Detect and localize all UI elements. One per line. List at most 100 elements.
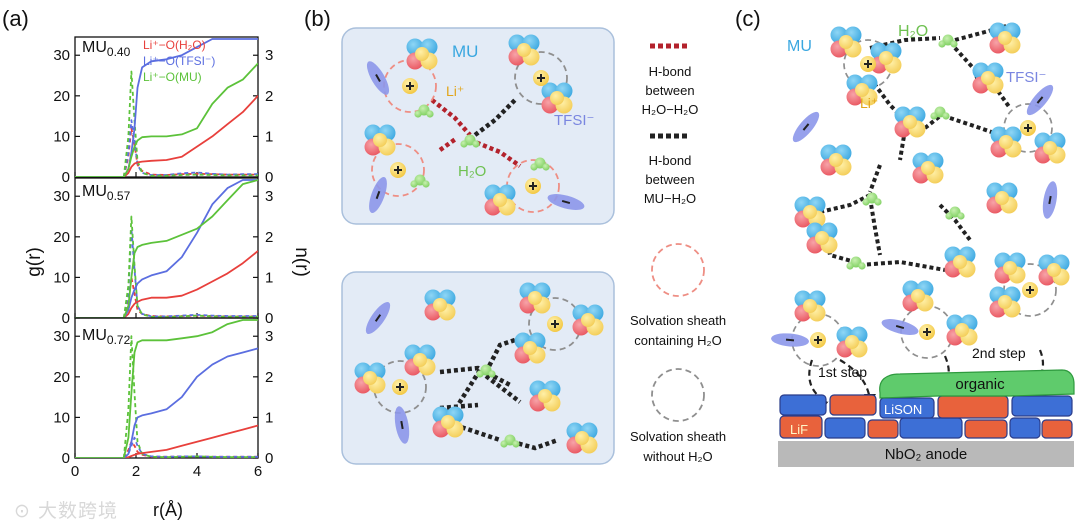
y-tick-label-right: 2 [265, 369, 273, 386]
tfsi-anion [878, 314, 922, 340]
y-tick-label-right: 1 [265, 128, 273, 145]
sei-inorganic-layer [779, 394, 1073, 439]
mu-molecule [514, 332, 546, 364]
y-tick-label-right: 0 [265, 310, 273, 327]
mu-molecule [484, 184, 516, 216]
mu-molecule [364, 124, 396, 156]
y-tick-label-left: 30 [53, 188, 70, 205]
subplot-labels: MU0.40 MU0.57 MU0.72 [82, 39, 131, 347]
mu-molecule [572, 304, 604, 336]
li-label: Li⁺ [860, 95, 878, 111]
series-n-h2o [75, 95, 258, 177]
h2o-molecule [945, 206, 965, 220]
legend-entry-h2o: Li⁺−O(H₂O) [143, 38, 206, 52]
panel-c-label: (c) [735, 6, 761, 31]
hbond-mu-h2o [473, 98, 517, 137]
mu-label: MU [787, 38, 812, 55]
plot-legend: Li⁺−O(H₂O) Li⁺−O(TFSI⁻) Li⁺−O(MU) [143, 38, 215, 84]
li-ion [809, 331, 827, 349]
li-ion [859, 55, 877, 73]
series-g-mu [75, 335, 258, 458]
subplot-label-1: MU0.40 [82, 39, 131, 59]
legend-sheath-no-line1: Solvation sheath [630, 429, 726, 444]
legend-entry-mu: Li⁺−O(MU) [143, 70, 202, 84]
mu-molecule [989, 286, 1021, 318]
mu-molecule [989, 22, 1021, 54]
mu-molecule [820, 144, 852, 176]
mu-label: MU [452, 42, 478, 61]
mu-molecule [794, 196, 826, 228]
legend-sheath-no-swatch [651, 368, 705, 422]
li-ion [1021, 281, 1039, 299]
mu-molecule [1038, 254, 1070, 286]
y-tick-label-right: 3 [265, 188, 273, 205]
mu-molecule [432, 406, 464, 438]
series-n-tfsi [75, 347, 258, 458]
series-g-mu [75, 215, 258, 318]
mu-molecule [830, 26, 862, 58]
y-tick-label-left: 0 [62, 450, 70, 467]
li-ion [532, 69, 550, 87]
tfsi-label: TFSI⁻ [1006, 69, 1046, 86]
step1-arrow-right [839, 359, 872, 401]
tfsi-anion [1039, 179, 1061, 221]
mu-molecule [529, 380, 561, 412]
h2o-molecule [938, 34, 958, 48]
step2-arrow-left [943, 355, 950, 385]
mu-molecule [354, 362, 386, 394]
y-axis-label-right: n(r) [291, 247, 312, 277]
y-tick-label-left: 30 [53, 328, 70, 345]
series-n-mu [75, 179, 258, 318]
x-tick-label: 4 [193, 463, 201, 480]
mu-molecule [986, 182, 1018, 214]
anode-layer [778, 441, 1074, 467]
h2o-molecule [930, 106, 950, 120]
mu-molecule [519, 282, 551, 314]
legend-red-line1: H-bond [649, 64, 692, 79]
mu-molecule [990, 126, 1022, 158]
subplot-frame [74, 317, 259, 459]
step1-label: 1st step [818, 364, 867, 380]
y-tick-label-left: 30 [53, 47, 70, 64]
li-ion [546, 315, 564, 333]
li-ion [918, 323, 936, 341]
y-tick-label-right: 1 [265, 269, 273, 286]
mu-molecule [794, 290, 826, 322]
mu-molecule [944, 246, 976, 278]
li-ion [524, 177, 542, 195]
panel-a: (a) g(r) n(r) r(Å) 010203001230102030012… [2, 6, 312, 520]
mu-molecule [836, 326, 868, 358]
legend-black-line1: H-bond [649, 153, 692, 168]
legend-sheath-h2o-swatch [651, 243, 705, 297]
panel-b: (b) [304, 6, 726, 465]
hbond-h2o-h2o [469, 137, 522, 168]
watermark: ⊙ 大数跨境 [14, 500, 118, 522]
li-ion [391, 378, 409, 396]
y-tick-label-left: 20 [53, 369, 70, 386]
hbond-network [819, 23, 1012, 272]
y-tick-label-right: 0 [265, 169, 273, 186]
diagram-legend: H-bond between H₂O−H₂O H-bond between MU… [630, 43, 726, 464]
subplot-frame [74, 36, 259, 178]
top-box-contents: MU Li⁺ TFSI⁻ H₂O [361, 34, 594, 217]
h2o-label: H₂O [898, 23, 928, 40]
li-ion [389, 161, 407, 179]
organic-label: organic [955, 376, 1005, 393]
h2o-label: H₂O [458, 163, 486, 180]
series-n-mu [75, 319, 258, 458]
step2-label: 2nd step [972, 345, 1026, 361]
hbond-h2o-h2o [430, 98, 472, 152]
sheath-with-h2o [371, 143, 425, 197]
y-tick-label-left: 20 [53, 88, 70, 105]
series-g-mu [75, 70, 258, 177]
tfsi-label: TFSI⁻ [554, 112, 594, 129]
li-ion [401, 77, 419, 95]
y-tick-label-right: 3 [265, 47, 273, 64]
mu-molecule [406, 38, 438, 70]
series-n-tfsi [75, 179, 258, 318]
tfsi-anion [769, 330, 811, 350]
legend-sheath-h2o-line2: containing H₂O [634, 333, 721, 348]
mu-molecule [566, 422, 598, 454]
y-tick-label-left: 0 [62, 310, 70, 327]
